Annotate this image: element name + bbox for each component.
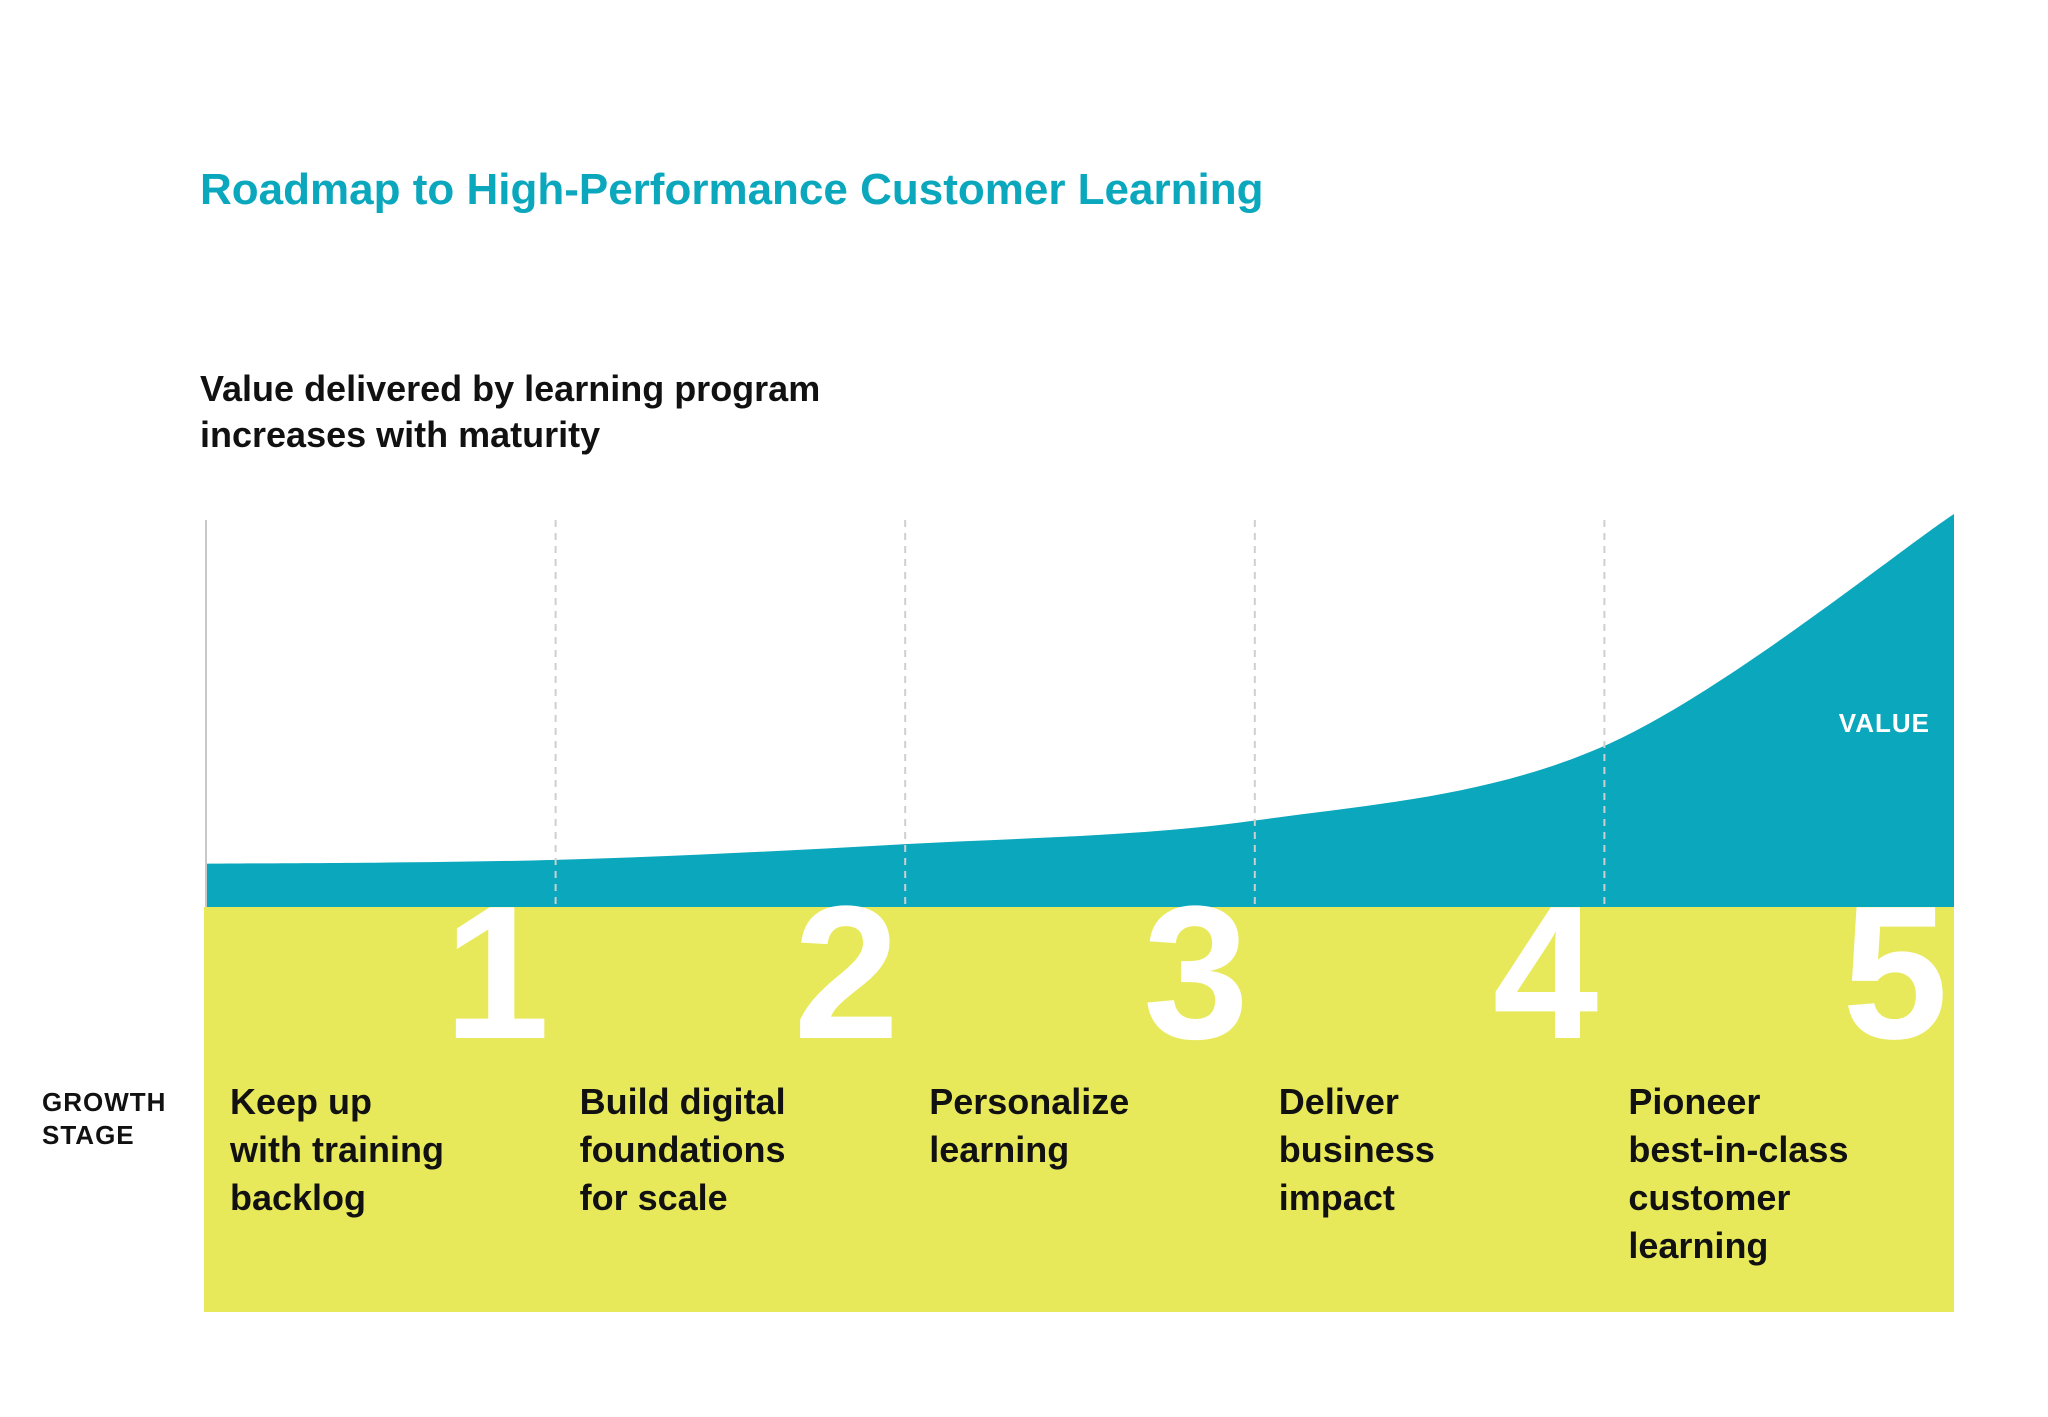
stage-4-label-line: Deliver: [1278, 1081, 1399, 1122]
stage-1-label-line: backlog: [230, 1177, 367, 1218]
stage-1-label-line: with training: [230, 1129, 444, 1170]
growth-stage-label: GROWTH STAGE: [42, 1086, 166, 1152]
stage-2-label-line: foundations: [579, 1129, 786, 1170]
stage-1-label: Keep up with training backlog: [230, 1078, 550, 1222]
stage-2-label-line: Build digital: [579, 1081, 786, 1122]
diagram-subtitle: Value delivered by learning program incr…: [200, 366, 820, 458]
stage-numbers: 1 2 3 4 5: [444, 867, 1948, 1079]
stage-5-label: Pioneer best-in-class customer learning: [1628, 1078, 1948, 1270]
stage-2-label: Build digital foundations for scale: [580, 1078, 900, 1222]
stage-4-label-line: business: [1278, 1129, 1435, 1170]
stage-number-2: 2: [794, 867, 900, 1079]
stage-5-label-line: customer: [1628, 1177, 1791, 1218]
subtitle-line-2: increases with maturity: [200, 414, 601, 455]
stage-number-1: 1: [444, 867, 550, 1079]
stage-2-label-line: for scale: [579, 1177, 728, 1218]
stage-1-label-line: Keep up: [230, 1081, 373, 1122]
stage-3-label-line: learning: [929, 1129, 1070, 1170]
page-title: Roadmap to High-Performance Customer Lea…: [200, 165, 1264, 214]
stage-3-label-line: Personalize: [929, 1081, 1130, 1122]
stage-5-label-line: Pioneer: [1628, 1081, 1761, 1122]
subtitle-line-1: Value delivered by learning program: [200, 368, 821, 409]
stage-number-4: 4: [1493, 867, 1599, 1079]
growth-stage-line-2: STAGE: [42, 1120, 135, 1150]
growth-stage-band: [204, 907, 1954, 1312]
stage-number-5: 5: [1842, 867, 1948, 1079]
stage-5-label-line: best-in-class: [1628, 1129, 1849, 1170]
stage-4-label-line: impact: [1278, 1177, 1395, 1218]
stage-4-label: Deliver business impact: [1279, 1078, 1599, 1222]
stage-5-label-line: learning: [1628, 1225, 1769, 1266]
value-curve-area: [206, 514, 1954, 907]
growth-stage-line-1: GROWTH: [42, 1087, 167, 1117]
value-label: VALUE: [1839, 708, 1930, 738]
stage-3-label: Personalize learning: [929, 1078, 1249, 1174]
stage-number-3: 3: [1143, 867, 1249, 1079]
